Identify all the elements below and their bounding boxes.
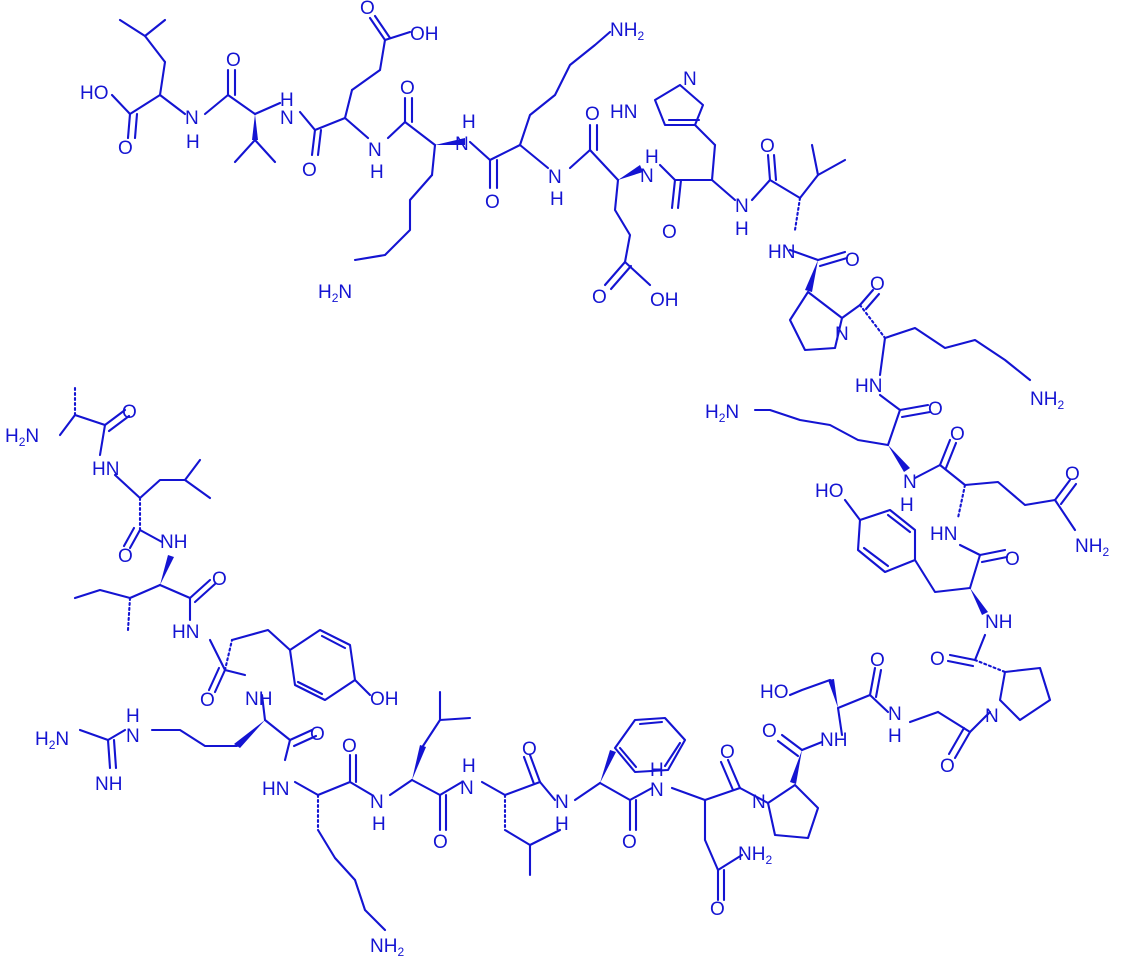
atom-label-oxygen: O bbox=[622, 832, 637, 853]
atom-label-hn: HN bbox=[768, 242, 795, 263]
atom-label-hn: HN bbox=[262, 779, 289, 800]
atom-label-hydrogen: H bbox=[370, 162, 384, 183]
atom-label-nh: NH bbox=[820, 730, 847, 751]
atom-label-hn: HN bbox=[855, 376, 882, 397]
amine-label: H2N bbox=[705, 402, 739, 425]
atom-label-hydrogen: H bbox=[372, 814, 386, 835]
atom-label-imine: NH bbox=[95, 774, 122, 795]
atom-label-hydrogen: H bbox=[555, 814, 569, 835]
atom-label-oxygen: O bbox=[400, 78, 415, 99]
atom-label-hydrogen: H bbox=[650, 760, 664, 781]
atom-label-oxygen: O bbox=[118, 138, 133, 159]
atom-label-nitrogen: N bbox=[835, 324, 849, 345]
amine-label: NH2 bbox=[1075, 536, 1109, 559]
atom-label-hydrogen: H bbox=[126, 706, 140, 727]
atom-label-oxygen: O bbox=[485, 192, 500, 213]
atom-label-nitrogen: N bbox=[985, 706, 999, 727]
atom-label-oxygen: O bbox=[200, 690, 215, 711]
atom-label-nitrogen: N bbox=[280, 108, 294, 129]
atom-label-hydroxyl: HO bbox=[80, 83, 109, 104]
atom-label-oxygen: O bbox=[433, 832, 448, 853]
atom-label-nitrogen: N bbox=[185, 108, 199, 129]
atom-label-nitrogen: N bbox=[683, 69, 697, 90]
atom-label-oxygen: O bbox=[310, 724, 325, 745]
amine-label: H2N bbox=[318, 282, 352, 305]
atom-label-hydroxyl: OH bbox=[650, 290, 679, 311]
atom-label-hydrogen: H bbox=[900, 495, 914, 516]
atom-label-nitrogen: N bbox=[460, 778, 474, 799]
atom-label-nitrogen: N bbox=[555, 792, 569, 813]
atom-label-hn: HN bbox=[172, 622, 199, 643]
atom-label-oxygen: O bbox=[928, 399, 943, 420]
atom-label-hydrogen: H bbox=[888, 726, 902, 747]
atom-label-oxygen: O bbox=[585, 104, 600, 125]
atom-label-oxygen: O bbox=[342, 736, 357, 757]
atom-label-oxygen: O bbox=[710, 899, 725, 920]
atom-label-hn: HN bbox=[930, 524, 957, 545]
atom-label-hydroxyl: HO bbox=[815, 481, 844, 502]
atom-label-nitrogen: N bbox=[126, 726, 140, 747]
amine-label: NH2 bbox=[1030, 389, 1064, 412]
atom-label-hydrogen: H bbox=[186, 132, 200, 153]
atom-label-oxygen: O bbox=[950, 424, 965, 445]
atom-label-oxygen: O bbox=[118, 546, 133, 567]
atom-label-oxygen: O bbox=[720, 742, 735, 763]
atom-label-oxygen: O bbox=[762, 721, 777, 742]
atom-label-hydrogen: H bbox=[645, 147, 659, 168]
atom-label-oxygen: O bbox=[226, 50, 241, 71]
atom-label-hydrogen: H bbox=[462, 112, 476, 133]
atom-label-hydroxyl: OH bbox=[370, 689, 399, 710]
atom-label-oxygen: O bbox=[122, 402, 137, 423]
atom-label-nh: NH bbox=[985, 612, 1012, 633]
atom-label-nitrogen: N bbox=[370, 792, 384, 813]
atom-label-nh: NH bbox=[245, 689, 272, 710]
atom-label-nitrogen: N bbox=[888, 704, 902, 725]
atom-label-oxygen: O bbox=[302, 160, 317, 181]
atom-label-oxygen: O bbox=[1005, 549, 1020, 570]
atom-label-oxygen: O bbox=[360, 0, 375, 19]
atom-label-oxygen: O bbox=[522, 739, 537, 760]
atom-label-oxygen: O bbox=[212, 569, 227, 590]
atom-label-nitrogen: N bbox=[903, 472, 917, 493]
amine-label: H2N bbox=[35, 729, 69, 752]
atom-label-oxygen: O bbox=[662, 222, 677, 243]
atom-label-oxygen: O bbox=[760, 136, 775, 157]
atom-label-hn: HN bbox=[610, 102, 637, 123]
atom-label-nh: NH bbox=[160, 532, 187, 553]
amine-label: NH2 bbox=[370, 936, 404, 959]
atom-label-hydrogen: H bbox=[550, 189, 564, 210]
atom-label-oxygen: O bbox=[940, 756, 955, 777]
atom-label-hn: HN bbox=[92, 459, 119, 480]
atom-label-hydrogen: H bbox=[462, 756, 476, 777]
atom-label-nitrogen: N bbox=[455, 134, 469, 155]
atom-label-oxygen: O bbox=[870, 650, 885, 671]
atom-label-oxygen: O bbox=[592, 287, 607, 308]
atom-label-hydroxyl: OH bbox=[410, 24, 439, 45]
atom-label-oxygen: O bbox=[845, 250, 860, 271]
amine-label: NH2 bbox=[738, 844, 772, 867]
atom-label-hydrogen: H bbox=[735, 219, 749, 240]
atom-label-hydroxyl: HO bbox=[760, 682, 789, 703]
atom-label-nitrogen: N bbox=[368, 140, 382, 161]
atom-label-nitrogen: N bbox=[650, 780, 664, 801]
amine-label: NH2 bbox=[610, 20, 644, 43]
atom-label-oxygen: O bbox=[930, 649, 945, 670]
atom-label-nitrogen: N bbox=[640, 166, 654, 187]
bond-lines bbox=[58, 14, 1078, 932]
atom-label-nitrogen: N bbox=[752, 792, 766, 813]
atom-labels: HO O N H O H N O OH O N H O H2N H N O NH… bbox=[5, 0, 1109, 959]
atom-label-nitrogen: N bbox=[735, 196, 749, 217]
atom-label-nitrogen: N bbox=[548, 167, 562, 188]
atom-label-oxygen: O bbox=[1065, 464, 1080, 485]
amine-label: H2N bbox=[5, 426, 39, 449]
atom-label-hydrogen: H bbox=[280, 90, 294, 111]
atom-label-oxygen: O bbox=[870, 274, 885, 295]
